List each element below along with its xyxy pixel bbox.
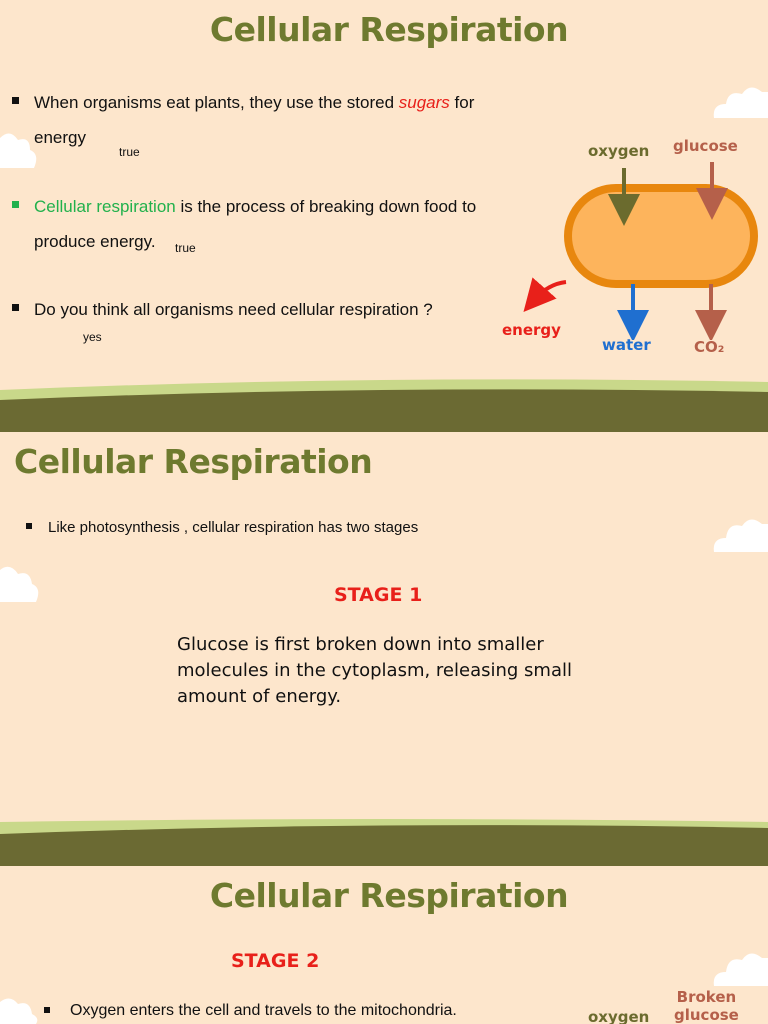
- energy-label: energy: [502, 321, 561, 339]
- bullet-marker: [26, 523, 32, 529]
- bullet-continuation: produce energy.: [34, 232, 156, 251]
- stage-heading: STAGE 2: [231, 950, 320, 972]
- cloud-decoration: [0, 133, 37, 168]
- bullet-text: for: [449, 93, 475, 112]
- bullet-continuation: energy: [34, 128, 86, 147]
- energy-arrow: [523, 277, 567, 313]
- bullet-marker: [12, 201, 19, 208]
- highlight-cellular-respiration: Cellular respiration: [34, 197, 176, 216]
- broken-glucose-label: Broken glucose: [674, 988, 739, 1024]
- ground-decoration: [0, 379, 768, 432]
- cloud-decoration: [0, 566, 39, 602]
- slide-3: Cellular Respiration STAGE 2 Oxygen ente…: [0, 868, 768, 1024]
- description-line: amount of energy.: [177, 686, 342, 707]
- bullet-text: is the process of breaking down food to: [175, 197, 477, 216]
- bullet-item: Cellular respiration is the process of b…: [12, 196, 477, 218]
- oxygen-label: oxygen: [588, 142, 650, 160]
- slide-title: Cellular Respiration: [14, 442, 373, 481]
- bullet-item: Oxygen enters the cell and travels to th…: [44, 1000, 457, 1022]
- bullet-marker: [44, 1007, 50, 1013]
- slide-title: Cellular Respiration: [209, 876, 569, 915]
- bullet-item: Do you think all organisms need cellular…: [12, 299, 433, 321]
- oxygen-label: oxygen: [588, 1008, 650, 1024]
- co2-label: CO₂: [694, 338, 725, 356]
- bullet-marker: [12, 97, 19, 104]
- cloud-decoration: [0, 998, 38, 1024]
- description-line: molecules in the cytoplasm, releasing sm…: [177, 660, 572, 681]
- bullet-text: Oxygen enters the cell and travels to th…: [70, 1002, 457, 1019]
- highlight-sugars: sugars: [398, 93, 450, 112]
- bullet-item: When organisms eat plants, they use the …: [12, 92, 475, 114]
- cell-diagram: [523, 162, 758, 340]
- glucose-label: glucose: [673, 137, 738, 155]
- stage-description: Glucose is first broken down into smalle…: [177, 632, 572, 710]
- slide-title: Cellular Respiration: [209, 10, 569, 49]
- answer-note: true: [175, 241, 196, 255]
- bullet-text: Like photosynthesis , cellular respirati…: [48, 519, 419, 536]
- ground-decoration: [0, 819, 768, 866]
- cloud-decoration: [713, 87, 768, 118]
- stage-heading: STAGE 1: [334, 584, 423, 606]
- cell-shape: [564, 184, 758, 288]
- bullet-marker: [12, 304, 19, 311]
- bullet-text: Do you think all organisms need cellular…: [34, 300, 433, 319]
- broken-label-line: Broken: [676, 988, 737, 1006]
- cloud-decoration: [713, 519, 768, 552]
- description-line: Glucose is first broken down into smalle…: [177, 634, 544, 655]
- slide-2: Cellular Respiration Like photosynthesis…: [0, 434, 768, 866]
- water-label: water: [602, 336, 651, 354]
- answer-note: yes: [83, 330, 102, 344]
- slide-1: Cellular Respiration When organisms eat …: [0, 0, 768, 432]
- bullet-text: When organisms eat plants, they use the …: [34, 93, 399, 112]
- glucose-label-line: glucose: [674, 1006, 739, 1024]
- cloud-decoration: [713, 953, 768, 986]
- answer-note: true: [119, 145, 140, 159]
- bullet-item: Like photosynthesis , cellular respirati…: [26, 517, 419, 539]
